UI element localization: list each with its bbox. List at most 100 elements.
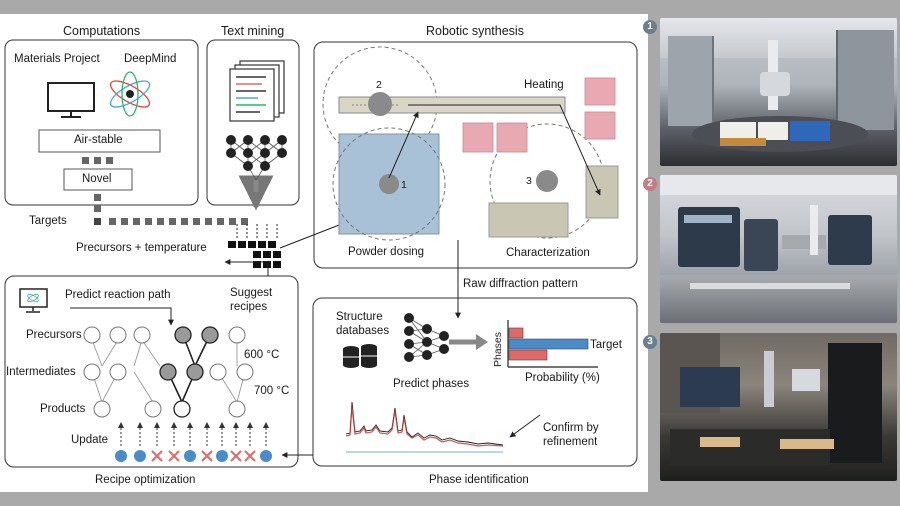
documents-icon <box>229 60 285 122</box>
air-stable-label: Air-stable <box>74 134 123 146</box>
monitor-icon <box>47 82 95 118</box>
update-fail-marker <box>151 450 163 462</box>
target-square <box>121 218 128 225</box>
robot-3 <box>536 170 558 192</box>
air-stable-filter-box <box>38 129 161 153</box>
targets-squares-row <box>109 218 248 225</box>
novel-label: Novel <box>82 173 112 185</box>
update-success-marker <box>216 450 228 462</box>
intermediates-row-label: Intermediates <box>6 366 76 378</box>
computations-panel <box>4 39 199 206</box>
targets-label: Targets <box>29 215 67 227</box>
update-arrowhead <box>187 422 193 428</box>
arrow-confirm-to-pattern <box>509 414 541 438</box>
target-square <box>217 218 224 225</box>
update-success-marker <box>115 450 127 462</box>
precursors-temperature-label: Precursors + temperature <box>76 242 207 254</box>
phase-identification-panel <box>312 297 638 467</box>
update-fail-marker <box>244 450 256 462</box>
update-arrows <box>118 422 269 446</box>
predict-path-arrow <box>70 307 174 326</box>
target-square <box>193 218 200 225</box>
probability-bars <box>508 327 589 361</box>
lab-photo-2 <box>660 175 897 323</box>
raw-pattern-label: Raw diffraction pattern <box>463 278 578 290</box>
target-square <box>181 218 188 225</box>
update-arrowhead <box>204 422 210 428</box>
target-square <box>229 218 236 225</box>
suggest-label-line2: recipes <box>230 301 268 313</box>
target-square <box>241 218 248 225</box>
connector-square <box>94 205 101 212</box>
nn-nodes-phases <box>404 313 449 362</box>
deepmind-label: DeepMind <box>124 53 177 65</box>
nn-nodes-text-mining <box>226 135 287 171</box>
fit-pattern <box>345 406 504 447</box>
phases-axis-label: Phases <box>492 331 504 367</box>
target-square <box>133 218 140 225</box>
probability-bar <box>508 327 524 339</box>
reaction-network-nodes <box>83 326 254 418</box>
update-fail-marker <box>201 450 213 462</box>
update-label: Update <box>71 434 109 446</box>
small-monitor-icon <box>19 288 48 313</box>
target-square <box>109 218 116 225</box>
target-label: Target <box>590 339 622 351</box>
update-arrowhead <box>137 422 143 428</box>
update-success-marker <box>184 450 196 462</box>
connector-square <box>94 218 101 225</box>
update-markers <box>115 450 272 462</box>
predict-reaction-path-label: Predict reaction path <box>65 289 171 301</box>
update-success-marker <box>260 450 272 462</box>
update-arrowhead <box>154 422 160 428</box>
connector-squares-top <box>82 157 113 164</box>
robot-1 <box>379 174 399 194</box>
products-row-label: Products <box>40 403 86 415</box>
probability-axis-label: Probability (%) <box>525 372 600 384</box>
station-2-number: 2 <box>376 79 382 91</box>
update-arrowhead <box>233 422 239 428</box>
station-3-number: 3 <box>526 175 532 187</box>
text-mining-title: Text mining <box>221 24 285 38</box>
heating-label: Heating <box>524 79 564 91</box>
structure-db-line2: databases <box>336 325 390 337</box>
update-fail-marker <box>168 450 180 462</box>
photo-badge-2: 2 <box>643 177 657 191</box>
target-square <box>145 218 152 225</box>
update-fail-marker <box>230 450 242 462</box>
arrow-rail-to-characterization <box>408 104 601 196</box>
reaction-network-active-nodes <box>159 326 219 418</box>
recipe-optimization-panel <box>4 275 299 468</box>
probability-bar <box>508 349 548 361</box>
confirm-line2: refinement <box>543 436 598 448</box>
update-arrowhead <box>171 422 177 428</box>
recipe-optimization-title: Recipe optimization <box>95 474 196 486</box>
photo-badge-3: 3 <box>643 335 657 349</box>
furnace-blocks <box>462 77 616 153</box>
characterization-station <box>488 202 569 238</box>
phase-identification-title: Phase identification <box>429 474 529 486</box>
connector-square <box>94 194 101 201</box>
precursor-temperature-grid <box>228 224 281 268</box>
powder-dosing-label: Powder dosing <box>348 246 425 258</box>
station-1-number: 1 <box>401 179 407 191</box>
novel-filter-box <box>63 168 133 191</box>
photo-badge-1: 1 <box>643 20 657 34</box>
update-arrowhead <box>247 422 253 428</box>
lab-photo-1 <box>660 18 897 166</box>
materials-project-label: Materials Project <box>14 53 100 65</box>
update-success-marker <box>134 450 146 462</box>
arrow-to-bar-chart-head <box>476 334 488 350</box>
robotic-synthesis-panel <box>313 41 638 269</box>
robot-1-reach-circle <box>332 127 446 241</box>
confirm-line1: Confirm by <box>543 422 599 434</box>
structure-db-line1: Structure <box>336 311 383 323</box>
update-arrowhead <box>118 422 124 428</box>
target-square <box>157 218 164 225</box>
probability-bar <box>508 338 589 350</box>
update-arrowhead <box>219 422 225 428</box>
arrow-dosing-to-rail <box>388 111 419 179</box>
temp-700-label: 700 °C <box>254 385 290 397</box>
update-arrowhead <box>263 422 269 428</box>
predict-phases-label: Predict phases <box>393 378 470 390</box>
